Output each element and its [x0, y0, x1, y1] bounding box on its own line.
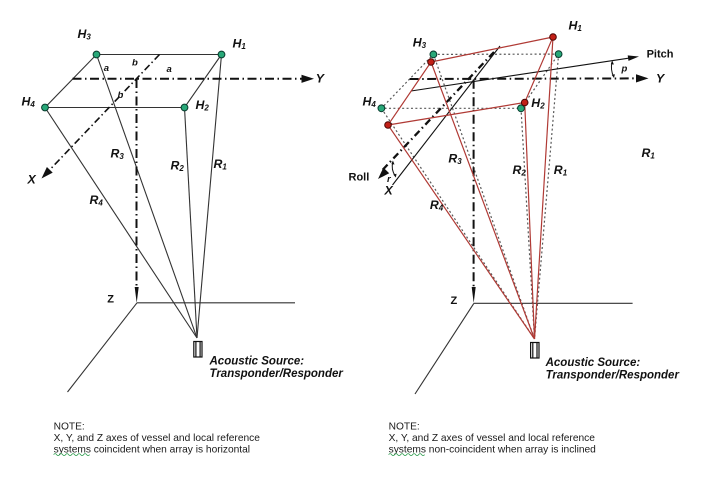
svg-text:Z: Z: [451, 295, 458, 307]
svg-text:r: r: [387, 174, 392, 185]
svg-text:X, Y, and Z axes of vessel and: X, Y, and Z axes of vessel and local ref…: [389, 433, 596, 444]
svg-text:Y: Y: [316, 72, 326, 86]
svg-text:b: b: [118, 90, 124, 101]
svg-text:Acoustic Source:: Acoustic Source:: [209, 356, 305, 368]
svg-text:Pitch: Pitch: [647, 48, 674, 60]
svg-text:Transponder/Responder: Transponder/Responder: [546, 370, 680, 382]
svg-text:Y: Y: [656, 72, 666, 86]
svg-text:Transponder/Responder: Transponder/Responder: [210, 368, 344, 380]
svg-text:Z: Z: [107, 294, 114, 306]
svg-text:systems non-coincident when ar: systems non-coincident when array is inc…: [389, 444, 597, 455]
svg-text:NOTE:: NOTE:: [54, 422, 85, 433]
svg-text:p: p: [621, 64, 628, 75]
svg-text:X: X: [27, 173, 37, 187]
svg-text:NOTE:: NOTE:: [389, 422, 420, 433]
svg-text:X: X: [384, 184, 394, 198]
svg-text:b: b: [132, 58, 138, 69]
svg-text:Roll: Roll: [349, 172, 370, 184]
svg-text:systems coincident when array: systems coincident when array is horizon…: [54, 444, 250, 455]
svg-text:Acoustic Source:: Acoustic Source:: [545, 357, 641, 369]
svg-text:a: a: [104, 63, 109, 74]
svg-text:X, Y, and Z axes of vessel and: X, Y, and Z axes of vessel and local ref…: [54, 433, 261, 444]
svg-text:a: a: [167, 64, 172, 75]
